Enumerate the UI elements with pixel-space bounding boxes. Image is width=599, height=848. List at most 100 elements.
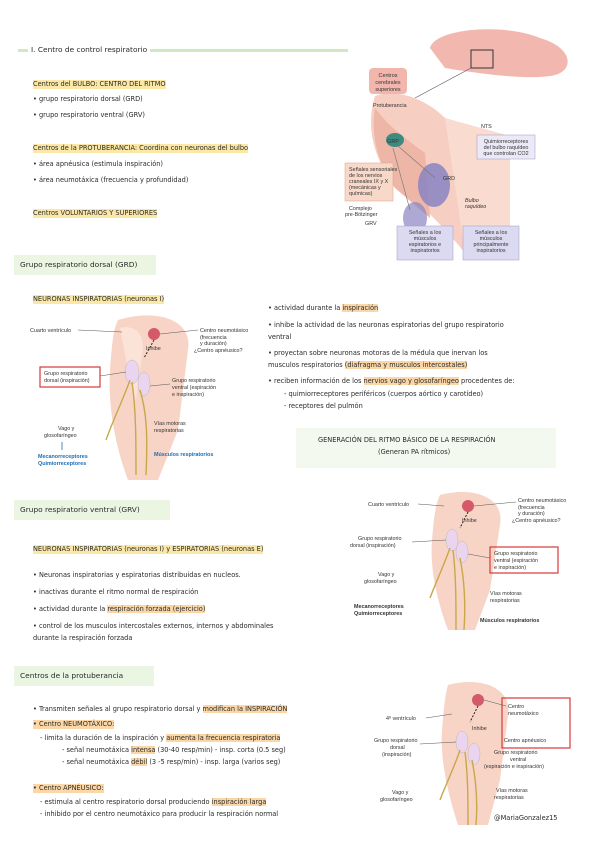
grv-diagram: Cuarto ventrículo Centro neumotáxico (fr… xyxy=(350,492,566,631)
brainstem-diagram: Centros cerebrales superiores Protuberan… xyxy=(344,29,568,261)
grd-red-box xyxy=(39,366,101,388)
svg-text:ventral: ventral xyxy=(510,757,526,763)
grd-bullet-2-cont: ventral xyxy=(268,333,292,341)
generation-title: GENERACIÓN DEL RITMO BÁSICO DE LA RESPIR… xyxy=(318,436,496,444)
svg-text:Vago y: Vago y xyxy=(392,790,409,796)
grd-bullet-2: inhibe la actividad de las neuronas espi… xyxy=(268,321,504,330)
grd-bullet-3-cont: musculos respiratorios (diafragma y musc… xyxy=(268,361,468,369)
neumo-detail-1: limita la duración de la inspiración y a… xyxy=(40,734,281,743)
svg-text:inspiratorios: inspiratorios xyxy=(476,248,505,254)
grv-bullet-4-cont: durante la respiración forzada xyxy=(33,634,133,642)
svg-text:músculos: músculos xyxy=(414,236,437,242)
section-title: I. Centro de control respiratorio xyxy=(28,45,151,54)
svg-text:Quimiorreceptores: Quimiorreceptores xyxy=(484,139,529,145)
generation-box xyxy=(296,428,556,468)
svg-text:y duración): y duración) xyxy=(518,511,545,517)
svg-text:Grupo respiratorio: Grupo respiratorio xyxy=(358,536,401,542)
svg-text:Mecanorreceptores: Mecanorreceptores xyxy=(354,604,404,610)
svg-text:Complejo: Complejo xyxy=(349,206,372,212)
svg-text:Vías motoras: Vías motoras xyxy=(490,591,522,597)
svg-text:que controlan CO2: que controlan CO2 xyxy=(483,151,528,157)
svg-text:Quimiorreceptores: Quimiorreceptores xyxy=(38,461,86,467)
svg-text:del bulbo raquídeo: del bulbo raquídeo xyxy=(484,145,529,151)
generation-subtitle: (Generan PA rítmicos) xyxy=(378,448,451,456)
svg-text:dorsal: dorsal xyxy=(390,745,405,751)
zoom-box xyxy=(470,49,494,69)
grv-bullet-1: Neuronas inspiratorias y espiratorias di… xyxy=(33,571,241,580)
neumo-detail-2: señal neumotáxica intensa (30-40 resp/mi… xyxy=(62,746,286,755)
centros-cerebrales-box xyxy=(369,68,407,94)
svg-text:Grupo respiratorio: Grupo respiratorio xyxy=(374,738,417,744)
svg-text:¿Centro apnéusico?: ¿Centro apnéusico? xyxy=(194,348,243,354)
svg-text:de los nervios: de los nervios xyxy=(349,173,383,179)
svg-text:inspiratorios: inspiratorios xyxy=(410,248,439,254)
svg-text:ventral (espiración: ventral (espiración xyxy=(172,385,216,391)
svg-text:glosofaríngeo: glosofaríngeo xyxy=(44,433,77,439)
grd-sub-2: receptores del pulmón xyxy=(284,402,362,411)
svg-text:ventral (espiración: ventral (espiración xyxy=(494,558,538,564)
title-rule xyxy=(18,49,348,52)
author-signature: @MariaGonzalez15 xyxy=(494,814,558,822)
svg-text:Quimiorreceptores: Quimiorreceptores xyxy=(354,611,402,617)
svg-text:dorsal (inspiración): dorsal (inspiración) xyxy=(350,543,396,549)
prot-bullet-1: Transmiten señales al grupo respiratorio… xyxy=(33,705,288,714)
svg-text:Grupo respiratorio: Grupo respiratorio xyxy=(494,750,537,756)
svg-text:químicas): químicas) xyxy=(349,191,373,197)
svg-text:Vago y: Vago y xyxy=(378,572,395,578)
svg-text:NTS: NTS xyxy=(481,124,492,130)
grv-bullet-4: control de los musculos intercostales ex… xyxy=(33,622,273,631)
svg-text:glosofaríngeo: glosofaríngeo xyxy=(364,579,397,585)
grd-diagram: Cuarto ventrículo Centro neumotáxico (fr… xyxy=(30,315,248,480)
svg-text:Mecanorreceptores: Mecanorreceptores xyxy=(38,454,88,460)
svg-text:Centro neumotáxico: Centro neumotáxico xyxy=(518,498,566,504)
svg-text:(mecánicas y: (mecánicas y xyxy=(349,185,381,191)
prot-heading: Centros de la PROTUBERANCIA: Coordina co… xyxy=(33,144,249,153)
prot-item-apneusica: área apnéusica (estimula inspiración) xyxy=(33,160,163,169)
grv-bullet-2: inactivas durante el ritmo normal de res… xyxy=(33,588,198,597)
svg-text:espiratorios e: espiratorios e xyxy=(409,242,441,248)
neumotaxico-heading: Centro NEUMOTÁXICO: xyxy=(33,720,115,729)
apneusico-heading: Centro APNÉUSICO: xyxy=(33,784,104,793)
neumo-detail-3: señal neumotáxica débil (3 -5 resp/min) … xyxy=(62,758,280,767)
section-protuberancia-bar: Centros de la protuberancia xyxy=(14,666,154,686)
svg-text:Inhibe: Inhibe xyxy=(462,518,477,524)
svg-text:Centro: Centro xyxy=(508,704,524,710)
svg-text:raquídeo: raquídeo xyxy=(465,204,486,210)
svg-text:(inspiración): (inspiración) xyxy=(382,752,412,758)
svg-text:respiratorias: respiratorias xyxy=(494,795,524,801)
svg-text:Inhibe: Inhibe xyxy=(146,346,161,352)
bulbo-heading: Centros del BULBO: CENTRO DEL RITMO xyxy=(33,80,166,89)
neumotaxic-node xyxy=(148,328,160,340)
svg-text:(espiración e inspiración): (espiración e inspiración) xyxy=(484,764,544,770)
svg-text:(frecuencia: (frecuencia xyxy=(518,505,545,511)
prot-item-neumotaxica: área neumotáxica (frecuencia y profundid… xyxy=(33,176,188,185)
protuberancia-red-box xyxy=(501,697,571,749)
svg-text:Bulbo: Bulbo xyxy=(465,198,479,204)
svg-text:e inspiración): e inspiración) xyxy=(172,392,204,398)
svg-text:y duración): y duración) xyxy=(200,341,227,347)
svg-text:neumotáxico: neumotáxico xyxy=(508,711,539,717)
grd-bullet-4: reciben información de los nervios vago … xyxy=(268,377,515,386)
svg-text:Centros: Centros xyxy=(379,73,398,79)
svg-text:pre-Bötzinger: pre-Bötzinger xyxy=(345,212,378,218)
svg-text:superiores: superiores xyxy=(375,87,400,93)
apneu-detail-1: estimula al centro respiratorio dorsal p… xyxy=(40,798,267,807)
svg-text:respiratorias: respiratorias xyxy=(154,428,184,434)
svg-text:cerebrales: cerebrales xyxy=(375,80,400,86)
apneu-detail-2: inhibido por el centro neumotáxico para … xyxy=(40,810,278,819)
brain-shape xyxy=(430,29,568,78)
bulbo-item-grv: grupo respiratorio ventral (GRV) xyxy=(33,111,145,120)
bulbo-item-grd: grupo respiratorio dorsal (GRD) xyxy=(33,95,143,104)
grd-bullet-1: actividad durante la inspiración xyxy=(268,304,379,313)
svg-text:Señales sensoriales: Señales sensoriales xyxy=(349,167,398,173)
svg-text:¿Centro apnéusico?: ¿Centro apnéusico? xyxy=(512,518,561,524)
section-grd-bar: Grupo respiratorio dorsal (GRD) xyxy=(14,255,156,275)
voluntarios-heading: Centros VOLUNTARIOS Y SUPERIORES xyxy=(33,209,158,218)
svg-text:Vías motoras: Vías motoras xyxy=(496,788,528,794)
svg-text:Señales a los: Señales a los xyxy=(409,230,442,236)
svg-text:Protuberancia: Protuberancia xyxy=(373,103,407,109)
grv-red-box xyxy=(489,546,559,574)
svg-text:Cuarto ventrículo: Cuarto ventrículo xyxy=(368,502,409,508)
svg-text:GRP: GRP xyxy=(387,139,399,145)
svg-text:Inhibe: Inhibe xyxy=(472,726,487,732)
